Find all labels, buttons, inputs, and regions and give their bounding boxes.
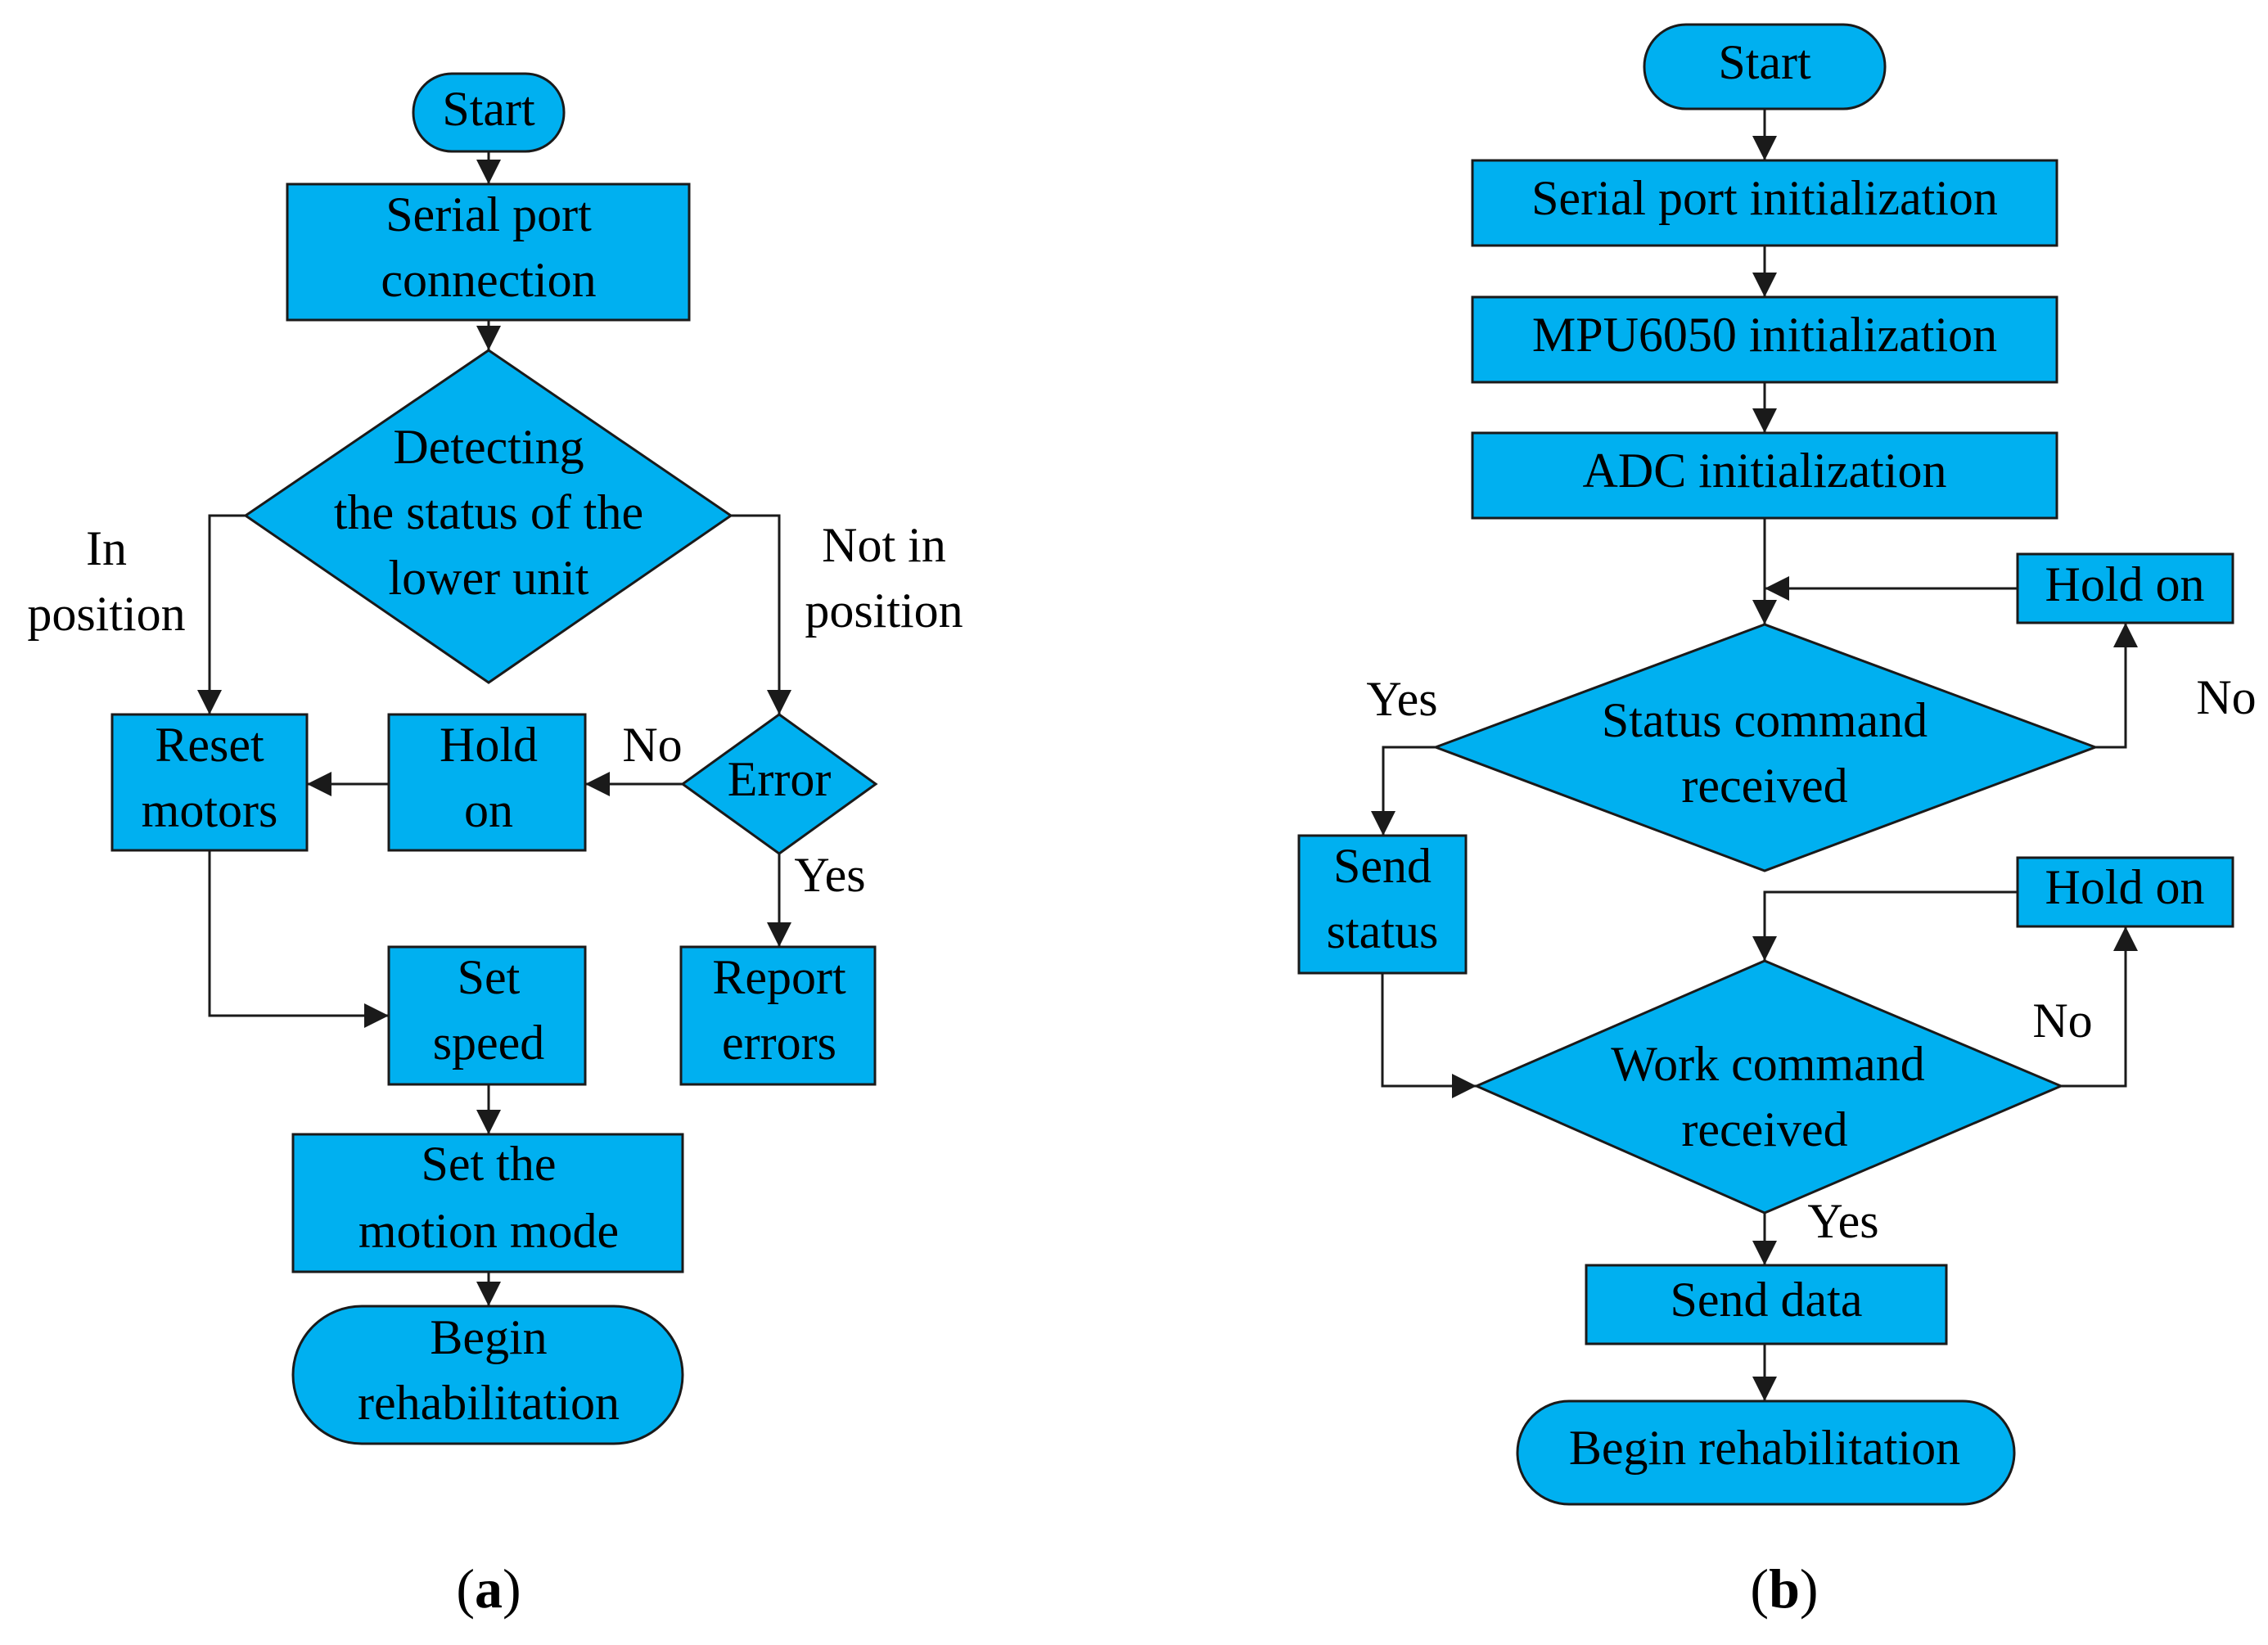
- a-not-in-position-line2: position: [805, 584, 963, 638]
- a-error-label: Error: [728, 752, 832, 806]
- b-send-data-label: Send data: [1671, 1273, 1863, 1327]
- panel-b: Start Serial port initialization MPU6050…: [1297, 23, 2257, 1620]
- b-serial-init-box: [1471, 159, 2058, 247]
- a-detect-diamond: [243, 349, 733, 684]
- b-no-1-label: No: [2196, 670, 2256, 724]
- b-mpu-init-box: [1471, 295, 2058, 384]
- a-reset-motors-line1: Reset: [155, 718, 264, 772]
- b-hold-on-1-label: Hold on: [2045, 557, 2205, 611]
- b-arrow-status-no: [2095, 623, 2138, 749]
- b-caption: (b): [1750, 1557, 1818, 1620]
- b-start-label: Start: [1718, 35, 1811, 89]
- b-no-2-label: No: [2032, 994, 2092, 1048]
- a-caption: (a): [456, 1557, 521, 1620]
- b-adc-init-label: ADC initialization: [1583, 444, 1947, 498]
- a-detect-line2: the status of the: [334, 485, 643, 539]
- a-not-in-position-line1: Not in: [822, 518, 946, 572]
- b-yes-1-label: Yes: [1366, 672, 1437, 726]
- a-hold-on-box: [387, 713, 587, 852]
- b-mpu-init-label: MPU6050 initialization: [1532, 308, 1997, 362]
- b-work-line1: Work command: [1611, 1037, 1924, 1091]
- a-report-errors-line1: Report: [712, 950, 846, 1004]
- a-begin-terminal: [291, 1305, 684, 1445]
- a-report-errors-line2: errors: [722, 1016, 836, 1070]
- b-yes-2-label: Yes: [1807, 1194, 1878, 1248]
- b-hold-on-1-box: [2016, 552, 2234, 624]
- a-yes-label: Yes: [794, 848, 865, 902]
- b-status-line1: Status command: [1602, 693, 1928, 747]
- a-motion-mode-box: [291, 1133, 684, 1273]
- a-reset-motors-line2: motors: [142, 783, 278, 837]
- a-serial-port-line1: Serial port: [386, 187, 592, 241]
- b-arrow-status-yes: [1371, 746, 1436, 836]
- b-send-status-line2: status: [1327, 904, 1439, 958]
- b-begin-label: Begin rehabilitation: [1569, 1421, 1960, 1475]
- a-serial-port-box: [286, 183, 691, 322]
- a-arrow-in-position: [197, 514, 246, 714]
- b-work-line2: received: [1681, 1102, 1847, 1156]
- b-arrow-sendstatus-work: [1381, 973, 1477, 1098]
- a-report-errors-box: [679, 945, 877, 1086]
- b-send-data-box: [1585, 1264, 1948, 1345]
- b-status-diamond: [1432, 623, 2099, 872]
- a-in-position-line1: In: [86, 521, 127, 575]
- a-in-position-line2: position: [27, 587, 185, 641]
- a-detect-line1: Detecting: [393, 420, 584, 474]
- b-serial-init-label: Serial port initialization: [1531, 171, 1998, 225]
- a-begin-line2: rehabilitation: [358, 1376, 620, 1430]
- b-hold-on-2-box: [2016, 856, 2234, 928]
- a-motion-mode-line2: motion mode: [358, 1204, 619, 1258]
- a-arrow-reset-setspeed: [208, 850, 389, 1028]
- b-begin-terminal: [1516, 1399, 2016, 1506]
- b-arrow-hold2-back: [1752, 890, 2018, 961]
- a-no-label: No: [622, 718, 682, 772]
- panel-a: Start Serial port connection Detecting t…: [27, 72, 963, 1620]
- a-motion-mode-line1: Set the: [422, 1137, 557, 1191]
- a-start-label: Start: [442, 82, 535, 136]
- a-detect-line3: lower unit: [389, 551, 589, 605]
- b-status-line2: received: [1681, 759, 1847, 813]
- a-hold-on-line2: on: [464, 783, 513, 837]
- b-send-status-line1: Send: [1333, 839, 1432, 893]
- b-send-status-box: [1297, 834, 1468, 975]
- a-hold-on-line1: Hold: [440, 718, 538, 772]
- b-arrow-work-no: [2061, 926, 2138, 1088]
- b-hold-on-2-label: Hold on: [2045, 860, 2205, 914]
- a-set-speed-line2: speed: [433, 1016, 545, 1070]
- a-arrow-not-in-position: [731, 514, 791, 714]
- a-serial-port-line2: connection: [381, 253, 596, 307]
- b-adc-init-box: [1471, 431, 2058, 520]
- a-set-speed-line1: Set: [458, 950, 521, 1004]
- a-begin-line1: Begin: [430, 1310, 547, 1364]
- a-set-speed-box: [387, 945, 587, 1086]
